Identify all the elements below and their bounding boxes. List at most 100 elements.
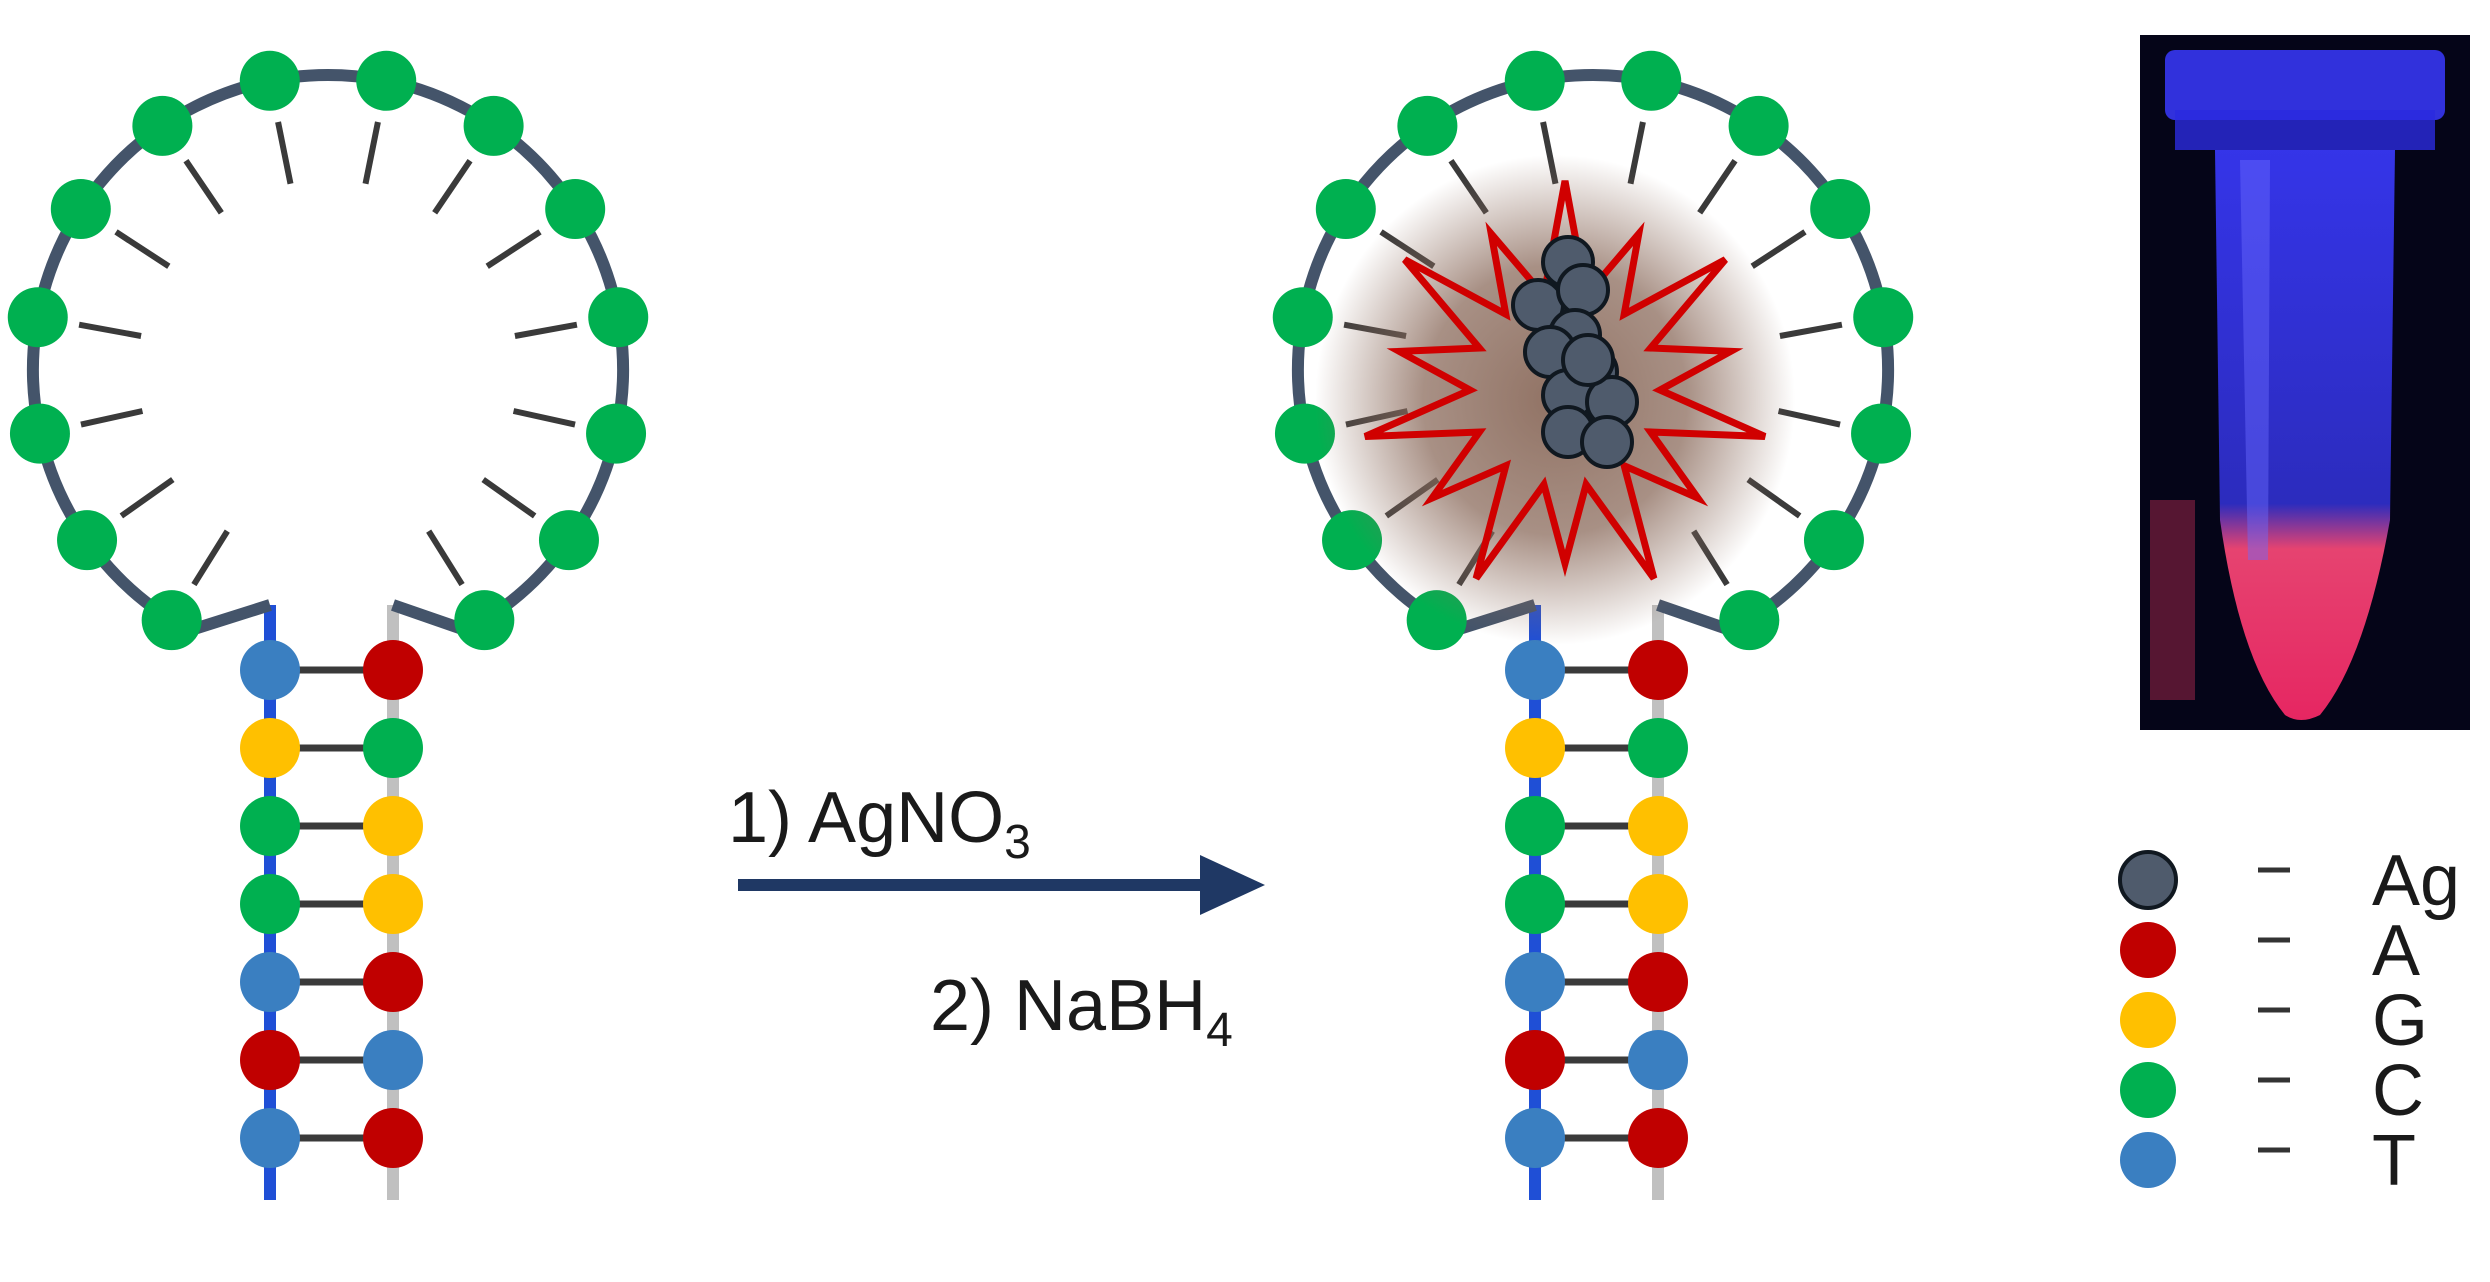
stem-base-right [363, 718, 423, 778]
loop-base-tick [183, 158, 224, 215]
loop-base-tick [1779, 321, 1843, 339]
stem-base-left [1505, 640, 1565, 700]
legend-item-silver-atom: Ag [2118, 841, 2460, 921]
legend-item-cytosine: C [2120, 1051, 2424, 1131]
dna-hairpin-free [7, 50, 649, 1200]
legend-swatch [2120, 992, 2176, 1048]
step1-text: 1) AgNO [728, 778, 1004, 858]
stem-base-left [240, 640, 300, 700]
legend-item-adenine: A [2120, 911, 2420, 991]
loop-base [1810, 178, 1871, 239]
loop-base [1397, 95, 1458, 156]
loop-base [239, 50, 300, 111]
loop-base-tick [78, 321, 142, 339]
loop-base [463, 95, 524, 156]
loop-base [1803, 510, 1864, 571]
stem-base-left [1505, 1030, 1565, 1090]
loop-base [1504, 50, 1565, 111]
loop-base [538, 510, 599, 571]
loop-connector-left [187, 599, 272, 637]
loop-base [1719, 590, 1780, 651]
loop-base-tick [432, 158, 473, 215]
loop-base [9, 403, 70, 464]
stem-base-left [1505, 952, 1565, 1012]
loop-base [545, 178, 606, 239]
stem-base-right [1628, 718, 1688, 778]
loop-base-tick [485, 229, 542, 269]
legend-swatch [2120, 1132, 2176, 1188]
legend-label: A [2372, 911, 2420, 991]
legend-item-guanine: G [2120, 981, 2428, 1061]
stem-base-right [1628, 1030, 1688, 1090]
loop-base-tick [426, 529, 465, 587]
loop-base [356, 50, 417, 111]
loop-base-tick [512, 408, 576, 428]
fluorescence-starburst [1363, 180, 1767, 581]
legend-label: C [2372, 1051, 2424, 1131]
loop-base-tick [80, 408, 144, 428]
stem-base-left [240, 1108, 300, 1168]
loop-base-tick [1697, 158, 1738, 215]
legend-item-thymine: T [2120, 1121, 2416, 1201]
legend-label: Ag [2372, 841, 2460, 921]
stem-base-right [363, 1108, 423, 1168]
loop-base [1621, 50, 1682, 111]
stem-base-left [240, 796, 300, 856]
loop-base [132, 95, 193, 156]
silver-atom [1580, 415, 1634, 469]
loop-base [1851, 403, 1912, 464]
legend-label: G [2372, 981, 2428, 1061]
fluorescent-tube-photo [2140, 35, 2470, 730]
loop-base [141, 590, 202, 651]
stem-base-left [1505, 796, 1565, 856]
stem-base-left [240, 718, 300, 778]
loop-base [588, 287, 649, 348]
legend-label: T [2372, 1121, 2416, 1201]
loop-base [7, 287, 68, 348]
loop-base-tick [119, 477, 175, 519]
step2-label: 2) NaBH4 [930, 966, 1233, 1057]
loop-base [1315, 178, 1376, 239]
stem-base-left [1505, 1108, 1565, 1168]
reaction-arrow-group: 1) AgNO3 2) NaBH4 [728, 778, 1265, 1057]
step1-subscript: 3 [1004, 816, 1031, 869]
step2-subscript: 4 [1206, 1004, 1233, 1057]
tube-side-glow [2150, 500, 2195, 700]
legend-swatch [2120, 1062, 2176, 1118]
silver-atom [1556, 263, 1610, 317]
stem-base-right [363, 874, 423, 934]
stem-base-left [1505, 718, 1565, 778]
loop-base-tick [481, 477, 537, 519]
stem-base-right [1628, 796, 1688, 856]
step2-text: 2) NaBH [930, 966, 1206, 1046]
loop-base [1853, 287, 1914, 348]
stem-base-right [363, 1030, 423, 1090]
tube-cap [2165, 50, 2445, 120]
silver-cluster [1511, 235, 1639, 469]
legend-swatch [2118, 850, 2178, 910]
loop-base-tick [191, 529, 230, 587]
tube-body [2215, 150, 2395, 720]
loop-connector-right [391, 599, 469, 637]
stem-base-right [1628, 952, 1688, 1012]
loop-base [1728, 95, 1789, 156]
stem-base-left [240, 874, 300, 934]
loop-base [57, 510, 118, 571]
stem-base-right [1628, 640, 1688, 700]
stem-base-right [363, 952, 423, 1012]
dna-hairpin-right-structure [1272, 50, 1914, 1200]
stem-base-left [1505, 874, 1565, 934]
loop-base-tick [114, 229, 171, 269]
loop-base [454, 590, 515, 651]
loop-base-tick [275, 121, 294, 185]
loop-base-tick [514, 321, 578, 339]
step1-label: 1) AgNO3 [728, 778, 1031, 869]
stem-base-right [1628, 1108, 1688, 1168]
loop-base [1272, 287, 1333, 348]
tube-cap-rim [2175, 110, 2435, 150]
stem-base-left [240, 952, 300, 1012]
loop-base-tick [1750, 229, 1807, 269]
stem-base-right [363, 640, 423, 700]
